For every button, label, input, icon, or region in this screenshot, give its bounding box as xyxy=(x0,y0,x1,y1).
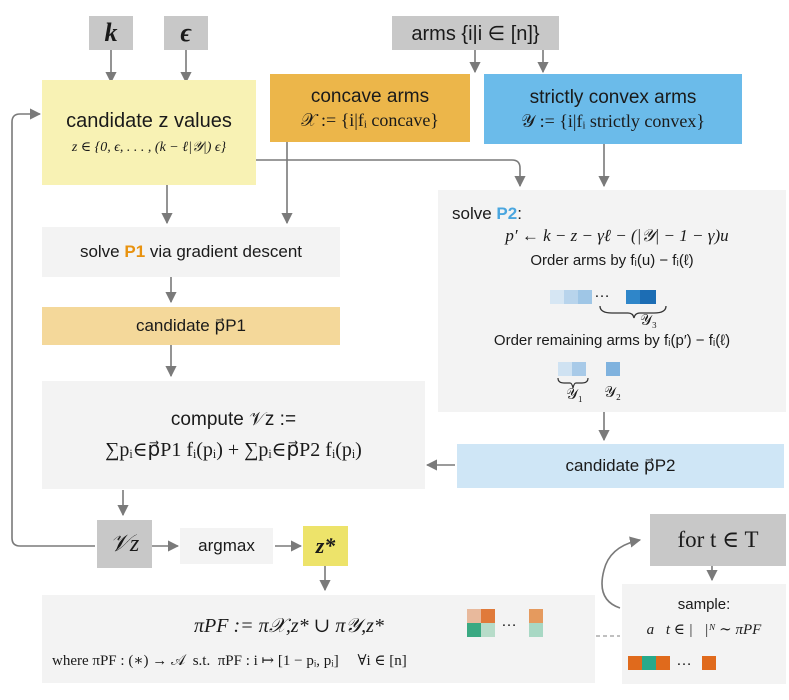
sample-title: sample: xyxy=(677,596,731,613)
solve-p2-box: solve P2: p′ ← k − z − γℓ − (|𝒴| − 1 − γ… xyxy=(438,190,786,412)
zstar-label: z* xyxy=(315,533,336,558)
epsilon-label: ϵ xyxy=(180,18,192,47)
sample-square-4 xyxy=(702,656,716,670)
policy-square-6 xyxy=(529,623,543,637)
compute-vz-box: compute 𝒱z := ∑pᵢ∈p⃗P1 fᵢ(pᵢ) + ∑pᵢ∈p⃗P2… xyxy=(42,381,425,489)
sample-square-3 xyxy=(656,656,670,670)
concave-title: concave arms xyxy=(310,85,430,107)
for-t-box: for t ∈ T xyxy=(650,514,786,566)
vz-label: 𝒱z xyxy=(109,530,140,557)
p1-name: P1 xyxy=(124,242,146,261)
arms-input-box: arms {i|i ∈ [n]} xyxy=(392,16,559,50)
p2-name: P2 xyxy=(496,204,518,223)
compute-line1: compute 𝒱z := xyxy=(170,408,297,430)
sample-dots: … xyxy=(676,652,692,669)
for-t-label: for t ∈ T xyxy=(677,527,759,552)
sample-square-1 xyxy=(628,656,642,670)
arms-label: arms {i|i ∈ [n]} xyxy=(411,22,540,45)
policy-box: πPF := π𝒳,z* ∪ π𝒴,z* where πPF : (∗) → 𝒜… xyxy=(42,595,595,683)
compute-line2: ∑pᵢ∈p⃗P1 fᵢ(pᵢ) + ∑pᵢ∈p⃗P2 fᵢ(pᵢ) xyxy=(105,438,362,461)
policy-square-3 xyxy=(467,623,481,637)
k-label: k xyxy=(104,18,118,47)
p2-order2: Order remaining arms by fᵢ(p′) − fᵢ(ℓ) xyxy=(493,332,731,349)
solve-p2-heading: solve P2: xyxy=(452,204,522,224)
argmax-label: argmax xyxy=(198,536,255,555)
y3-label: 𝒴₃ xyxy=(640,313,657,329)
y1-label: 𝒴₁ xyxy=(566,387,583,403)
convex-formula: 𝒴 := {i|fᵢ strictly convex} xyxy=(520,110,706,131)
sample-box: sample: a⃗t ∈ |𝒜|ᴺ ∼ πPF … xyxy=(622,584,786,684)
candidate-p2-label: candidate p⃗P2 xyxy=(565,456,676,475)
y2-label: 𝒴₂ xyxy=(604,385,621,401)
p2-order1: Order arms by fᵢ(u) − fᵢ(ℓ) xyxy=(530,252,694,269)
policy-square-4 xyxy=(481,623,495,637)
policy-square-1 xyxy=(467,609,481,623)
y3-dots: … xyxy=(594,284,610,301)
epsilon-input-box: ϵ xyxy=(164,16,208,50)
candidate-z-title: candidate z values xyxy=(66,109,232,132)
zstar-box: z* xyxy=(303,526,348,566)
y1-square-2 xyxy=(572,362,586,376)
p2-formula: p′ ← k − z − γℓ − (|𝒴| − 1 − γ)u xyxy=(505,226,729,245)
solve-p1-suffix: via gradient descent xyxy=(145,242,303,261)
y3-square-5 xyxy=(640,290,656,304)
policy-dots: … xyxy=(501,613,517,630)
p2-colon: : xyxy=(517,204,522,223)
solve-p1-prefix: solve xyxy=(79,242,125,261)
y2-square xyxy=(606,362,620,376)
y3-square-4 xyxy=(626,290,640,304)
policy-square-5 xyxy=(529,609,543,623)
candidate-z-box: candidate z values z ∈ {0, ϵ, . . . , (k… xyxy=(42,80,256,185)
candidate-p1-box: candidate p⃗P1 xyxy=(42,307,340,345)
concave-arms-box: concave arms 𝒳 := {i|fᵢ concave} xyxy=(270,74,470,142)
convex-title: strictly convex arms xyxy=(529,86,697,108)
y1-brace xyxy=(557,377,589,389)
candidate-p2-box: candidate p⃗P2 xyxy=(457,444,784,488)
k-input-box: k xyxy=(89,16,133,50)
convex-arms-box: strictly convex arms 𝒴 := {i|fᵢ strictly… xyxy=(484,74,742,144)
argmax-box: argmax xyxy=(180,528,273,564)
candidate-z-formula: z ∈ {0, ϵ, . . . , (k − ℓ|𝒴|) ϵ} xyxy=(71,139,227,155)
policy-line1: πPF := π𝒳,z* ∪ π𝒴,z* xyxy=(194,615,384,637)
y3-brace xyxy=(599,305,667,319)
sample-square-2 xyxy=(642,656,656,670)
solve-p2-prefix: solve xyxy=(452,204,497,223)
policy-square-2 xyxy=(481,609,495,623)
y3-square-2 xyxy=(564,290,578,304)
policy-line2: where πPF : (∗) → 𝒜 s.t. πPF : i ↦ [1 − … xyxy=(52,653,407,669)
concave-formula: 𝒳 := {i|fᵢ concave} xyxy=(301,109,439,130)
solve-p1-box: solve P1 via gradient descent xyxy=(42,227,340,277)
candidate-p1-label: candidate p⃗P1 xyxy=(135,316,247,335)
y1-square-1 xyxy=(558,362,572,376)
vz-box: 𝒱z xyxy=(97,520,152,568)
y3-square-1 xyxy=(550,290,564,304)
sample-formula: a⃗t ∈ |𝒜|ᴺ ∼ πPF xyxy=(646,622,762,638)
y3-square-3 xyxy=(578,290,592,304)
